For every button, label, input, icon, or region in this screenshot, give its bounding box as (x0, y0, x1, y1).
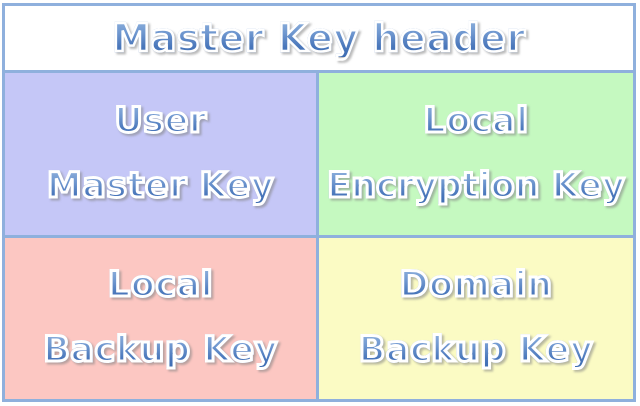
cell-local-backup-key-line2: Backup Key (42, 330, 279, 371)
cell-local-encryption-key-line1: Local (422, 100, 530, 141)
cell-user-master-key-line2: Master Key (45, 165, 275, 206)
cell-domain-backup-key-line1: Domain (398, 265, 554, 306)
cell-local-backup-key-line1: Local (106, 265, 214, 306)
page-title: Master Key header (111, 16, 526, 60)
cell-user-master-key-line1: User (113, 100, 208, 141)
master-key-diagram: Master Key header User Master Key Local … (2, 3, 636, 402)
cell-local-encryption-key-line2: Encryption Key (326, 165, 627, 206)
key-grid-row-top: User Master Key Local Encryption Key (5, 73, 633, 238)
cell-local-encryption-key: Local Encryption Key (319, 73, 633, 235)
diagram-header: Master Key header (5, 6, 633, 73)
cell-user-master-key: User Master Key (5, 73, 319, 235)
key-grid: User Master Key Local Encryption Key Loc… (5, 73, 633, 399)
key-grid-row-bottom: Local Backup Key Domain Backup Key (5, 237, 633, 399)
cell-domain-backup-key-line2: Backup Key (357, 330, 594, 371)
cell-local-backup-key: Local Backup Key (5, 237, 319, 399)
cell-domain-backup-key: Domain Backup Key (319, 237, 633, 399)
